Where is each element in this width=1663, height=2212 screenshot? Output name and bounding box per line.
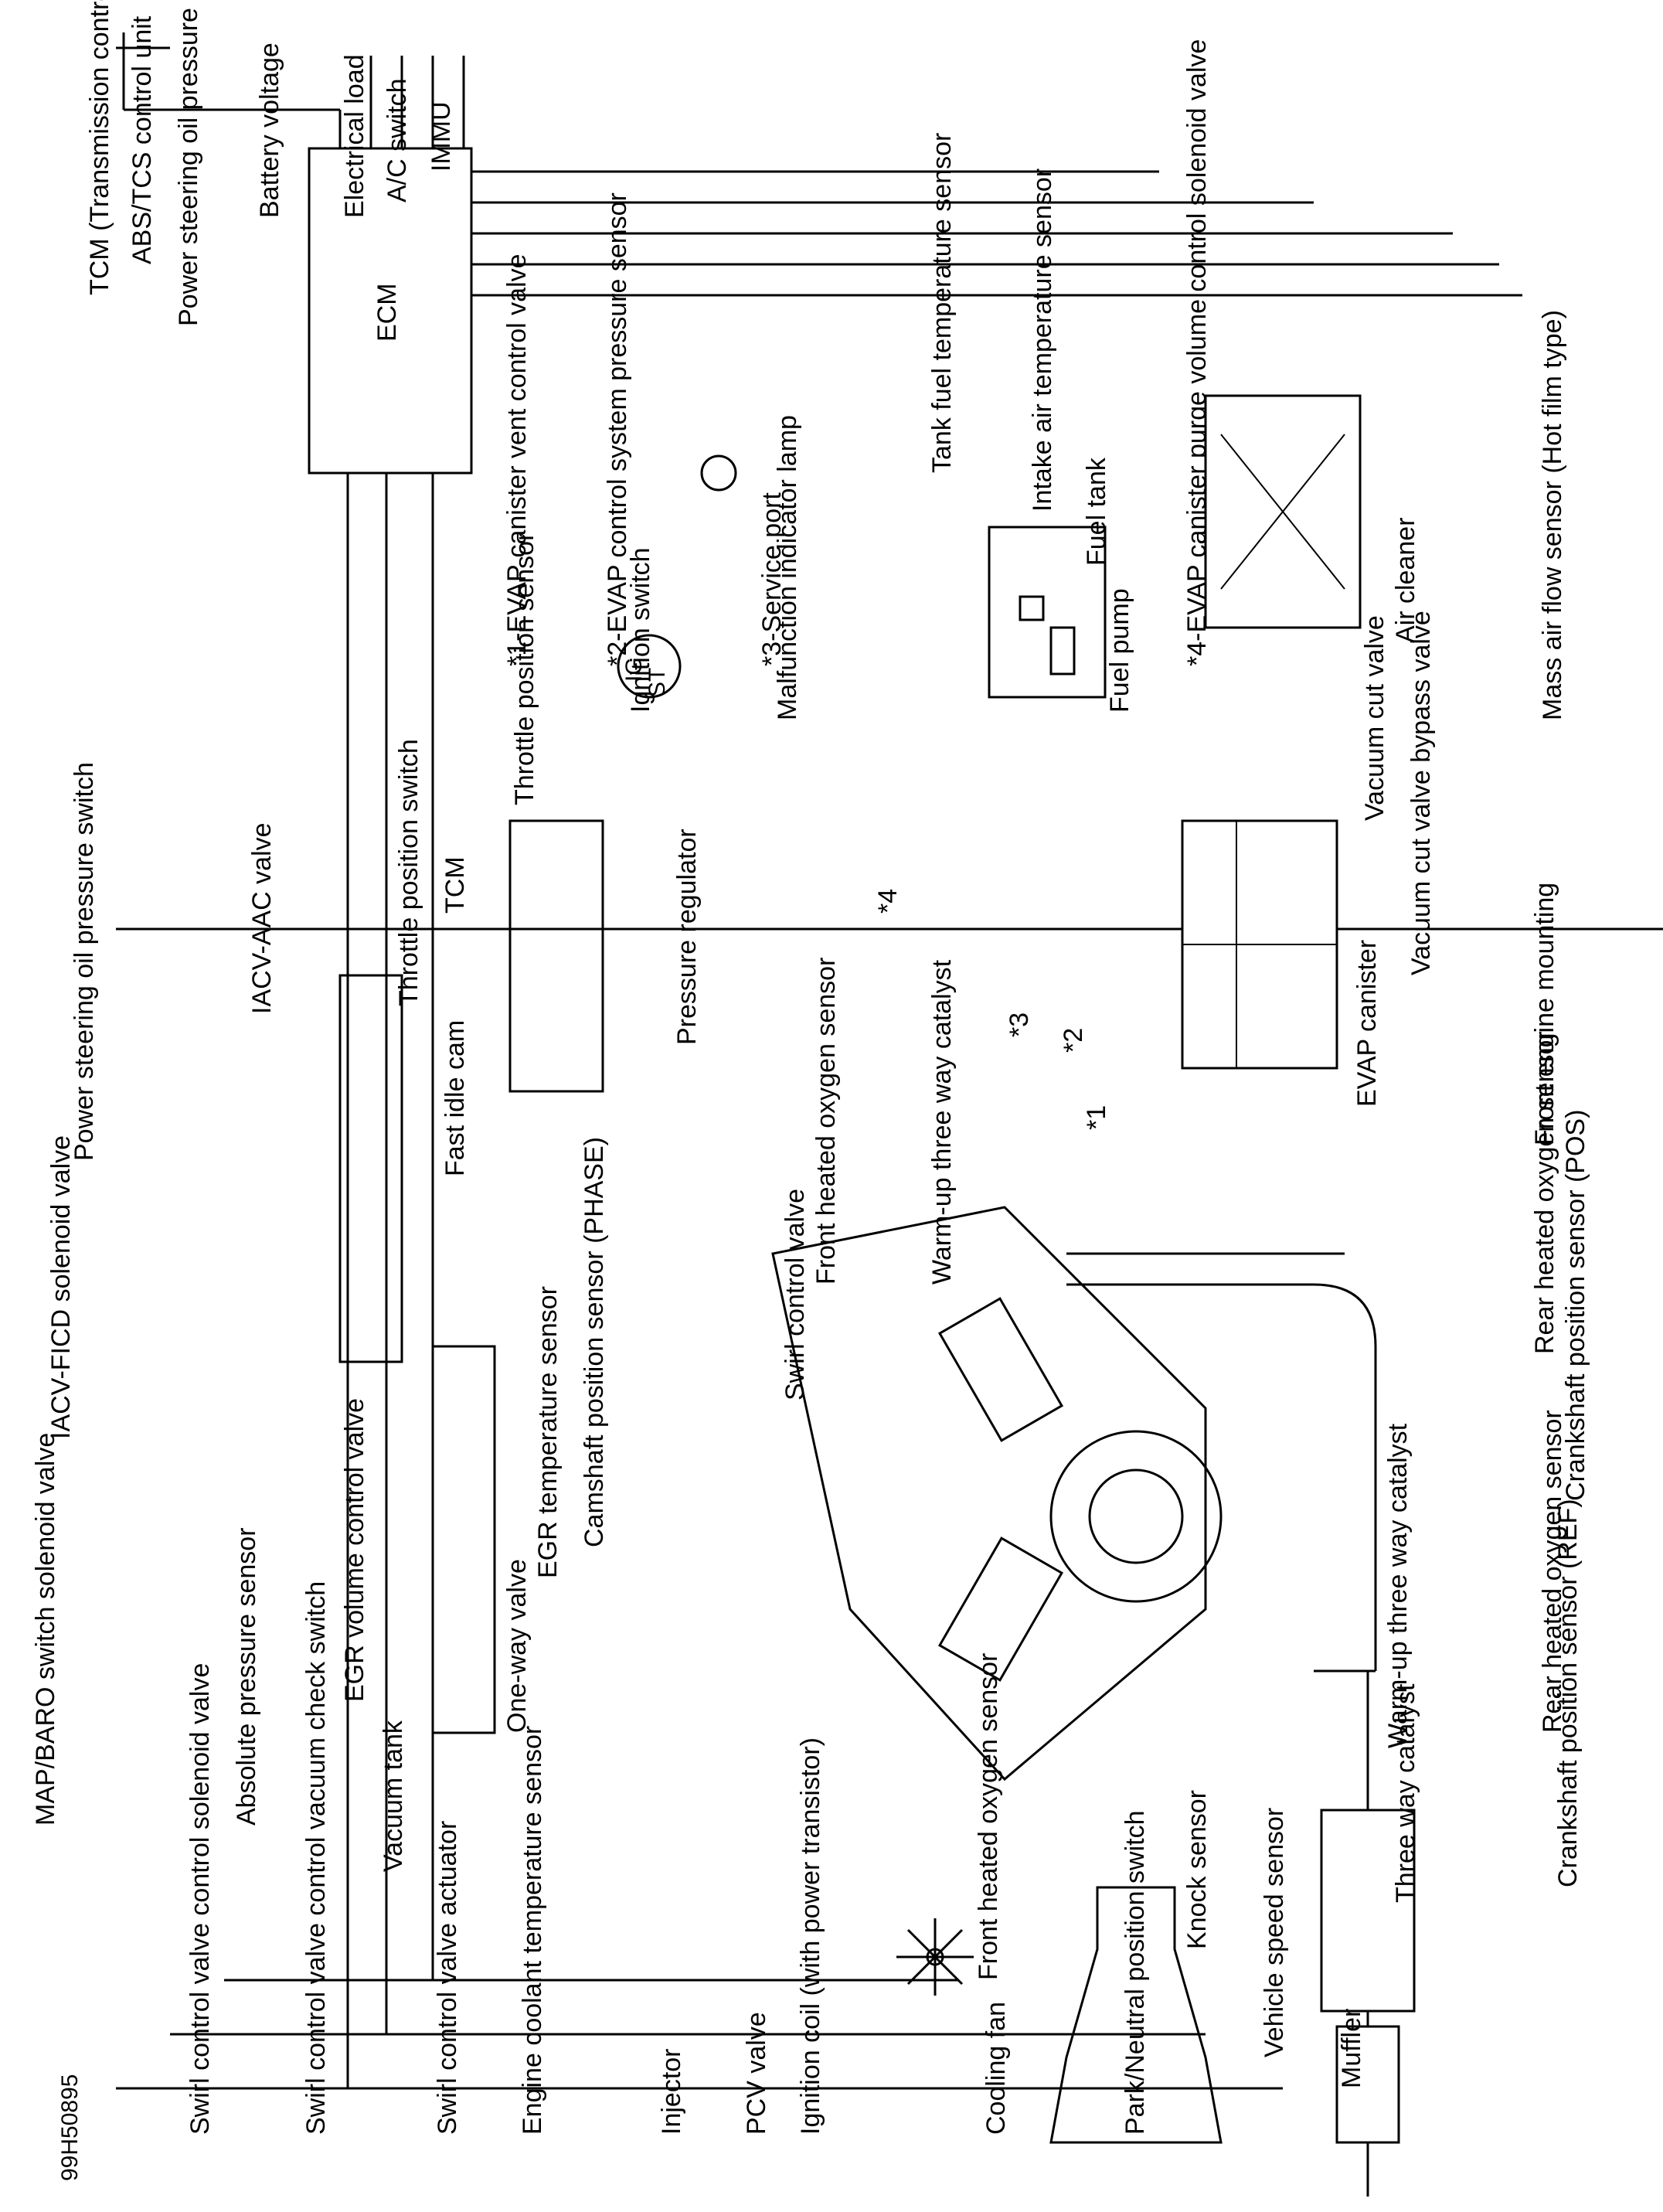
transmission <box>1049 1886 1223 2144</box>
label-pnp-switch: Park/Neutral position switch <box>1121 1810 1150 2135</box>
label-swirl-valve: Swirl control valve <box>780 1189 810 1400</box>
label-ckp-ref: Crankshaft position sensor (REF) <box>1553 1499 1583 1887</box>
label-warmup-twc-center: Warm-up three way catalyst <box>927 959 957 1285</box>
intake-manifold <box>338 819 604 1734</box>
note-evap-2: *2-EVAP control system pressure sensor <box>603 192 632 666</box>
label-rear-hos-1: Rear heated oxygen sensor <box>1530 1031 1559 1354</box>
label-iacv-aac: IACV-AAC valve <box>247 822 277 1014</box>
label-ckp-pos: Crankshaft position sensor (POS) <box>1561 1110 1590 1501</box>
label-mil: Malfunction indicator lamp <box>773 415 802 720</box>
label-fuel-tank: Fuel tank <box>1082 457 1111 566</box>
label-front-hos-top: Front heated oxygen sensor <box>811 958 841 1285</box>
label-pcv: PCV valve <box>742 2012 771 2135</box>
input-ac-switch: A/C switch <box>383 78 412 202</box>
label-swirl-actuator: Swirl control valve actuator <box>433 1821 462 2135</box>
ecm-label: ECM <box>372 283 402 342</box>
label-vacuum-bypass: Vacuum cut valve bypass valve <box>1406 611 1436 975</box>
mil-lamp <box>700 454 737 492</box>
label-tps: Throttle position sensor <box>510 533 539 805</box>
ignition-switch-symbol: IG ST <box>617 634 682 699</box>
label-cooling-fan: Cooling fan <box>981 2002 1011 2135</box>
label-tcm: TCM <box>440 856 470 914</box>
svg-text:IG: IG <box>621 657 647 682</box>
label-air-cleaner: Air cleaner <box>1391 517 1420 643</box>
label-vacuum-cut: Vacuum cut valve <box>1360 615 1389 821</box>
label-injector: Injector <box>657 2049 686 2135</box>
input-immu: IMMU <box>427 101 456 172</box>
exhaust-system <box>1066 1252 1416 2197</box>
ecm-box <box>308 147 473 475</box>
label-swirl-check: Swirl control valve control vacuum check… <box>301 1581 331 2135</box>
marker-3: *3 <box>1005 1012 1034 1037</box>
input-abs-tcs: ABS/TCS control unit <box>128 15 157 264</box>
label-one-way: One-way valve <box>502 1559 532 1733</box>
figure-code: 99H50895 <box>57 2074 83 2181</box>
air-cleaner <box>1204 394 1362 629</box>
label-vss: Vehicle speed sensor <box>1260 1808 1289 2057</box>
input-ps-switch: Power steering oil pressure switch <box>174 0 203 326</box>
marker-2: *2 <box>1059 1028 1088 1053</box>
label-iacv-ficd: IACV-FICD solenoid valve <box>46 1135 76 1439</box>
fuel-tank <box>988 526 1107 699</box>
ecm-harness <box>116 32 1663 2090</box>
label-evap-canister: EVAP canister <box>1352 940 1382 1107</box>
label-map-baro: MAP/BARO switch solenoid valve <box>31 1433 60 1826</box>
note-evap-1: *1-EVAP canister vent control valve <box>502 254 532 666</box>
input-electrical-load: Electrical load <box>340 54 369 218</box>
marker-1: *1 <box>1082 1105 1111 1130</box>
label-tp-switch: Throttle position switch <box>394 739 423 1006</box>
svg-text:ST: ST <box>644 668 670 697</box>
label-swirl-solenoid: Swirl control valve control solenoid val… <box>185 1663 215 2135</box>
label-muffler: Muffler <box>1337 2009 1366 2088</box>
cooling-fan <box>896 1918 974 1996</box>
label-vacuum-tank: Vacuum tank <box>379 1720 408 1872</box>
label-cmp-phase: Camshaft position sensor (PHASE) <box>580 1137 609 1547</box>
label-knock: Knock sensor <box>1182 1790 1212 1949</box>
label-front-mounting: Front engine mounting <box>1530 883 1559 1145</box>
evap-canister <box>1181 819 1338 1070</box>
note-evap-3: *3-Service port <box>757 492 787 666</box>
label-pressure-reg: Pressure regulator <box>672 829 702 1045</box>
label-intake-air-temp: Intake air temperature sensor <box>1028 168 1057 512</box>
label-front-hos-bottom: Front heated oxygen sensor <box>974 1653 1003 1980</box>
label-fast-idle: Fast idle cam <box>440 1020 470 1176</box>
label-tank-fuel-temp: Tank fuel temperature sensor <box>927 133 957 473</box>
label-warmup-twc-right: Warm-up three way catalyst <box>1383 1423 1413 1748</box>
label-maf: Mass air flow sensor (Hot film type) <box>1538 310 1567 720</box>
label-ignition-switch: Ignition switch <box>626 547 655 713</box>
input-tcm: TCM (Transmission control module) <box>85 0 114 295</box>
label-twc: Three way catalyst <box>1391 1683 1420 1903</box>
marker-4: *4 <box>873 889 903 914</box>
input-battery: Battery voltage <box>255 43 284 218</box>
label-fuel-pump: Fuel pump <box>1105 588 1134 713</box>
label-ps-oil-switch: Power steering oil pressure switch <box>70 762 99 1161</box>
label-egr-volume: EGR volume control valve <box>340 1398 369 1702</box>
label-ignition-coil: Ignition coil (with power transistor) <box>796 1737 825 2135</box>
label-rear-hos-2: Rear heated oxygen sensor <box>1538 1410 1567 1733</box>
label-ect: Engine coolant temperature sensor <box>518 1726 547 2135</box>
label-abs-pressure: Absolute pressure sensor <box>232 1527 261 1826</box>
engine-block <box>771 1206 1223 1782</box>
label-egr-temp: EGR temperature sensor <box>533 1286 563 1578</box>
